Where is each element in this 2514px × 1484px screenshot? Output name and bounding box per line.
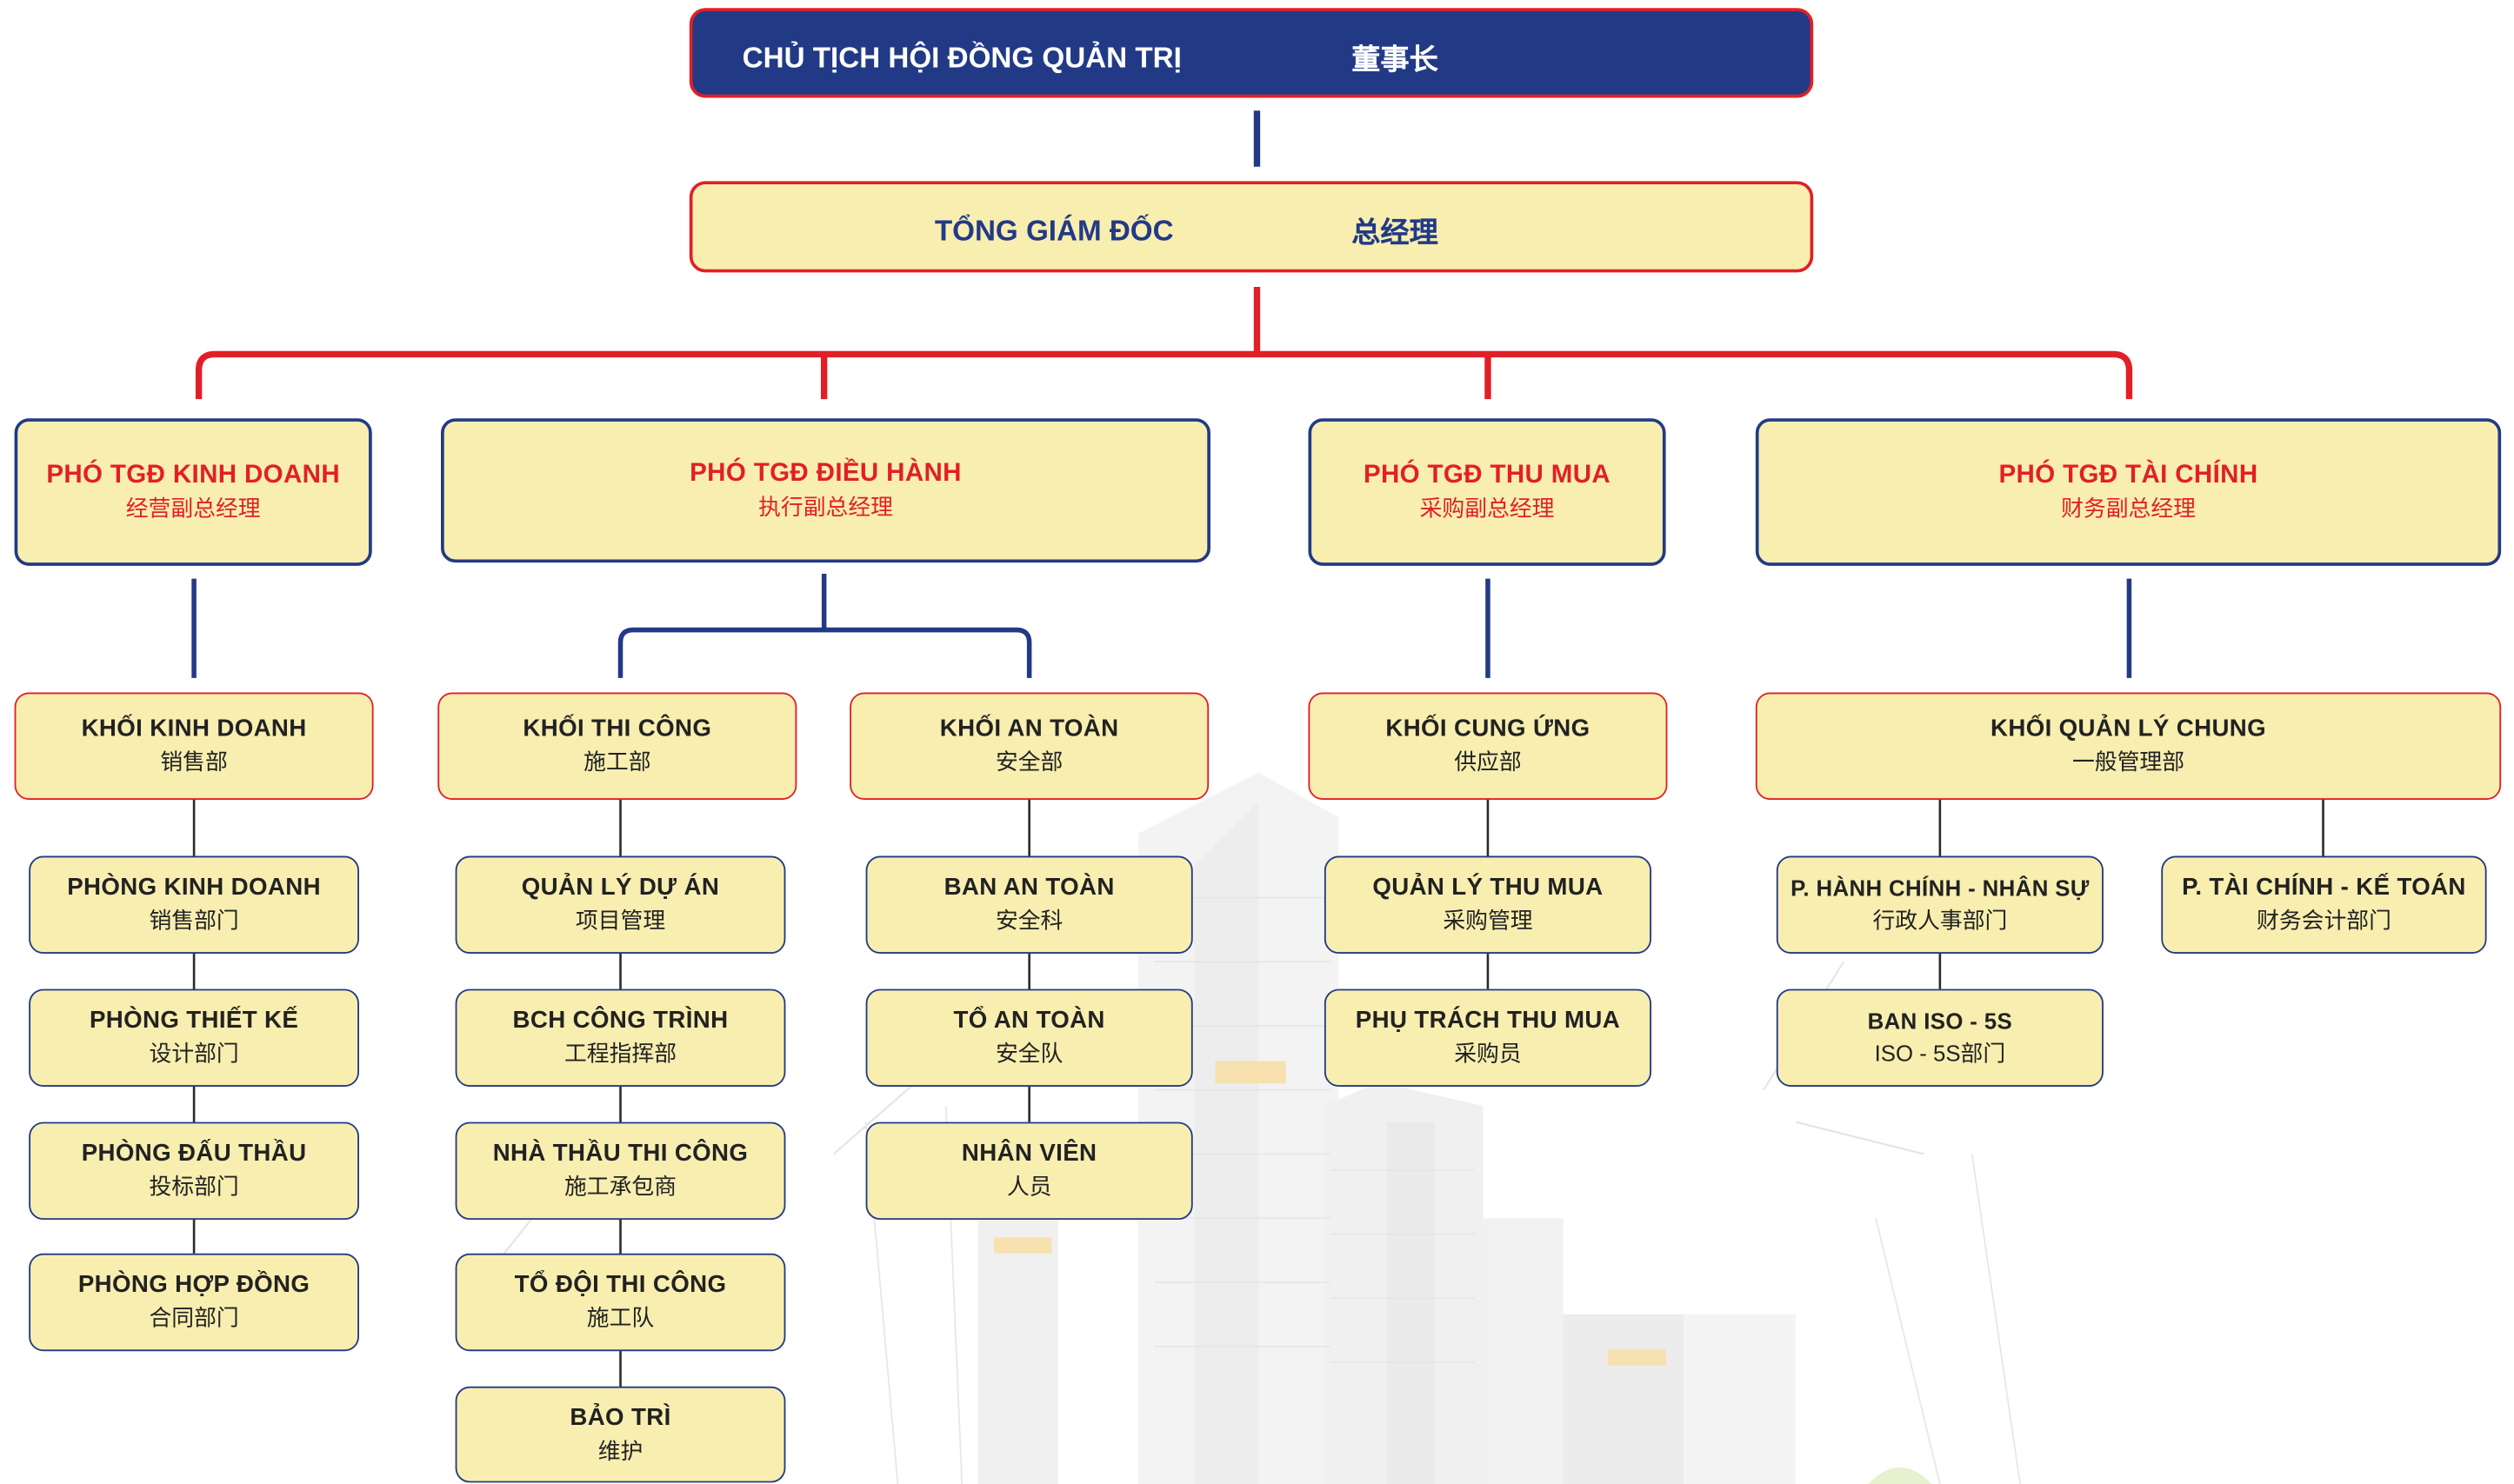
unit-label-vn: BẢO TRÌ bbox=[570, 1403, 671, 1432]
block-construction-cn: 施工部 bbox=[583, 749, 651, 775]
unit-label-vn: BAN ISO - 5S bbox=[1867, 1008, 2013, 1035]
block-construction-box: KHỐI THI CÔNG 施工部 bbox=[437, 692, 797, 801]
ceo-title-cn: 总经理 bbox=[1351, 216, 1438, 249]
deputy-finance-vn: PHÓ TGĐ TÀI CHÍNH bbox=[1998, 462, 2258, 489]
city-sketch-background bbox=[480, 772, 2021, 1484]
unit-label-cn: 采购管理 bbox=[1443, 907, 1533, 934]
unit-label-vn: PHÒNG THIẾT KẾ bbox=[89, 1007, 299, 1035]
unit-sales-3: PHÒNG ĐẤU THẦU 投标部门 bbox=[29, 1121, 359, 1221]
unit-label-cn: 财务会计部门 bbox=[2257, 907, 2391, 934]
block-safety-vn: KHỐI AN TOÀN bbox=[939, 715, 1119, 743]
unit-label-cn: 采购员 bbox=[1454, 1040, 1522, 1067]
unit-label-vn: BCH CÔNG TRÌNH bbox=[512, 1007, 729, 1035]
unit-label-vn: P. TÀI CHÍNH - KẾ TOÁN bbox=[2182, 874, 2466, 902]
block-admin-vn: KHỐI QUẢN LÝ CHUNG bbox=[1991, 715, 2267, 743]
unit-label-vn: BAN AN TOÀN bbox=[944, 874, 1115, 902]
unit-label-cn: 工程指挥部 bbox=[563, 1040, 677, 1067]
unit-safety-1: BAN AN TOÀN 安全科 bbox=[865, 855, 1193, 955]
unit-label-vn: PHỤ TRÁCH THU MUA bbox=[1355, 1007, 1621, 1035]
unit-label-cn: 设计部门 bbox=[149, 1040, 239, 1067]
ceo-title-vn: TỔNG GIÁM ĐỐC bbox=[934, 215, 1174, 247]
unit-label-cn: 合同部门 bbox=[149, 1305, 239, 1331]
deputy-business-box: PHÓ TGĐ KINH DOANH 经营副总经理 bbox=[14, 418, 372, 566]
block-sales-box: KHỐI KINH DOANH 销售部 bbox=[14, 692, 374, 801]
unit-label-cn: 投标部门 bbox=[149, 1173, 239, 1200]
unit-label-cn: 施工队 bbox=[586, 1305, 655, 1331]
unit-label-vn: QUẢN LÝ DỰ ÁN bbox=[521, 874, 720, 902]
unit-label-vn: TỔ ĐỘI THI CÔNG bbox=[514, 1271, 727, 1300]
unit-label-vn: P. HÀNH CHÍNH - NHÂN SỰ bbox=[1790, 875, 2090, 902]
unit-label-vn: PHÒNG ĐẤU THẦU bbox=[81, 1140, 307, 1168]
unit-construction-1: QUẢN LÝ DỰ ÁN 项目管理 bbox=[455, 855, 786, 955]
deputy-operations-cn: 执行副总经理 bbox=[758, 494, 893, 520]
unit-construction-4: TỔ ĐỘI THI CÔNG 施工队 bbox=[455, 1253, 786, 1352]
deputy-procurement-cn: 采购副总经理 bbox=[1419, 496, 1555, 522]
block-safety-cn: 安全部 bbox=[995, 749, 1064, 775]
block-supply-box: KHỐI CUNG ỨNG 供应部 bbox=[1308, 692, 1668, 801]
unit-construction-2: BCH CÔNG TRÌNH 工程指挥部 bbox=[455, 988, 786, 1088]
unit-label-cn: 施工承包商 bbox=[563, 1173, 677, 1200]
connector-ceo-deputies bbox=[195, 287, 2133, 400]
unit-label-cn: 项目管理 bbox=[575, 907, 666, 934]
unit-label-cn: 维护 bbox=[597, 1437, 644, 1463]
chairman-box: CHỦ TỊCH HỘI ĐỒNG QUẢN TRỊ 董事长 bbox=[689, 8, 1814, 98]
unit-label-vn: PHÒNG KINH DOANH bbox=[67, 874, 321, 902]
unit-label-cn: ISO - 5S部门 bbox=[1874, 1039, 2006, 1066]
block-sales-vn: KHỐI KINH DOANH bbox=[81, 715, 307, 743]
deputy-business-cn: 经营副总经理 bbox=[125, 496, 261, 522]
unit-label-vn: NHÀ THẦU THI CÔNG bbox=[492, 1140, 749, 1168]
deputy-procurement-box: PHÓ TGĐ THU MUA 采购副总经理 bbox=[1308, 418, 1666, 566]
block-safety-box: KHỐI AN TOÀN 安全部 bbox=[850, 692, 1210, 801]
deputy-finance-box: PHÓ TGĐ TÀI CHÍNH 财务副总经理 bbox=[1755, 418, 2502, 566]
unit-admin-1: P. HÀNH CHÍNH - NHÂN SỰ 行政人事部门 bbox=[1776, 855, 2104, 955]
unit-supply-2: PHỤ TRÁCH THU MUA 采购员 bbox=[1324, 988, 1652, 1088]
deputy-operations-vn: PHÓ TGĐ ĐIỀU HÀNH bbox=[690, 460, 962, 488]
unit-sales-1: PHÒNG KINH DOANH 销售部门 bbox=[29, 855, 359, 955]
block-sales-cn: 销售部 bbox=[160, 749, 228, 775]
chairman-title-cn: 董事长 bbox=[1351, 43, 1438, 76]
deputy-finance-cn: 财务副总经理 bbox=[2061, 496, 2196, 522]
unit-supply-1: QUẢN LÝ THU MUA 采购管理 bbox=[1324, 855, 1652, 955]
block-admin-cn: 一般管理部 bbox=[2071, 749, 2185, 775]
deputy-operations-box: PHÓ TGĐ ĐIỀU HÀNH 执行副总经理 bbox=[441, 418, 1210, 563]
unit-label-cn: 安全科 bbox=[995, 907, 1064, 934]
chairman-title-vn: CHỦ TỊCH HỘI ĐỒNG QUẢN TRỊ bbox=[742, 41, 1182, 74]
unit-label-vn: NHÂN VIÊN bbox=[961, 1140, 1097, 1168]
block-admin-box: KHỐI QUẢN LÝ CHUNG 一般管理部 bbox=[1755, 692, 2502, 801]
unit-construction-3: NHÀ THẦU THI CÔNG 施工承包商 bbox=[455, 1121, 786, 1221]
unit-label-cn: 行政人事部门 bbox=[1872, 906, 2008, 933]
unit-label-vn: TỔ AN TOÀN bbox=[953, 1007, 1105, 1035]
deputy-procurement-vn: PHÓ TGĐ THU MUA bbox=[1363, 462, 1611, 489]
deputy-business-vn: PHÓ TGĐ KINH DOANH bbox=[46, 462, 341, 489]
unit-label-cn: 销售部门 bbox=[149, 907, 239, 934]
connector-deputies-blocks bbox=[191, 574, 2132, 678]
unit-label-cn: 安全队 bbox=[995, 1040, 1064, 1067]
unit-label-cn: 人员 bbox=[1006, 1173, 1052, 1200]
unit-label-vn: PHÒNG HỢP ĐỒNG bbox=[77, 1271, 310, 1300]
unit-safety-3: NHÂN VIÊN 人员 bbox=[865, 1121, 1193, 1221]
block-supply-cn: 供应部 bbox=[1454, 749, 1522, 775]
unit-admin-2: BAN ISO - 5S ISO - 5S部门 bbox=[1776, 988, 2104, 1088]
ceo-box: TỔNG GIÁM ĐỐC 总经理 bbox=[689, 181, 1814, 273]
block-supply-vn: KHỐI CUNG ỨNG bbox=[1385, 715, 1590, 743]
unit-sales-2: PHÒNG THIẾT KẾ 设计部门 bbox=[29, 988, 359, 1088]
unit-sales-4: PHÒNG HỢP ĐỒNG 合同部门 bbox=[29, 1253, 359, 1352]
unit-construction-5: BẢO TRÌ 维护 bbox=[455, 1386, 786, 1483]
block-construction-vn: KHỐI THI CÔNG bbox=[523, 715, 712, 743]
unit-safety-2: TỔ AN TOÀN 安全队 bbox=[865, 988, 1193, 1088]
unit-admin-3: P. TÀI CHÍNH - KẾ TOÁN 财务会计部门 bbox=[2161, 855, 2487, 955]
unit-label-vn: QUẢN LÝ THU MUA bbox=[1372, 874, 1604, 902]
